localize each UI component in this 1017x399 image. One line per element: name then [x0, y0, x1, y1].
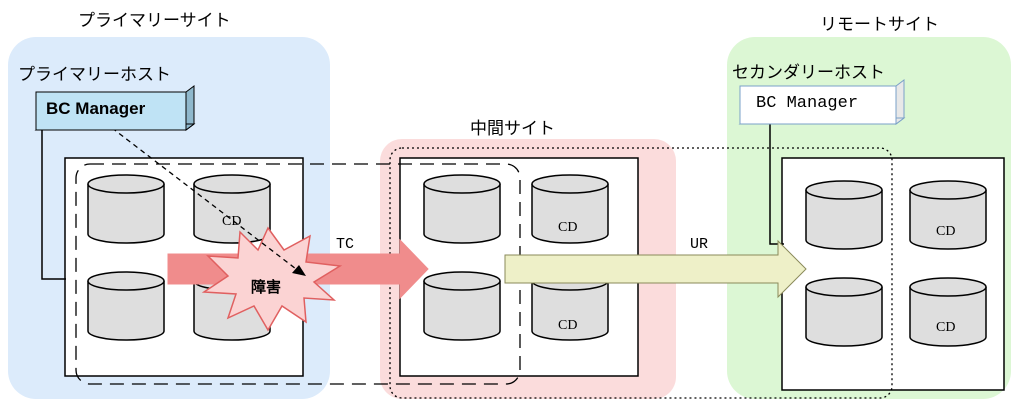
primary-host-connection-line [41, 125, 66, 280]
primary-manager-box-shadow [185, 85, 195, 131]
manager-command-dashed-line [111, 127, 301, 273]
cd-label-primary-1: CD [222, 214, 242, 229]
primary-manager-label: BC Manager [46, 99, 146, 118]
secondary-manager-box-shadow [895, 79, 905, 125]
ur-link-label: UR [690, 236, 709, 253]
cd-label-intermediate-1: CD [558, 220, 578, 235]
cd-label-intermediate-2: CD [558, 318, 578, 333]
secondary-host-title: セカンダリーホスト [732, 63, 885, 83]
secondary-manager-label: BC Manager [756, 94, 859, 113]
manager-command-arrowhead [292, 265, 306, 276]
ur-arrow [504, 239, 807, 299]
intermediate-volume-2 [423, 271, 501, 341]
cd-label-remote-2: CD [936, 320, 956, 335]
tc-link-label: TC [336, 236, 355, 253]
failure-label: 障害 [251, 278, 282, 296]
primary-volume-2 [87, 271, 165, 341]
primary-site-title: プライマリーサイト [78, 11, 231, 31]
remote-volume-1 [805, 180, 883, 250]
primary-host-title: プライマリーホスト [18, 65, 171, 85]
intermediate-volume-1 [423, 174, 501, 244]
primary-manager-box [35, 91, 187, 131]
remote-site-title: リモートサイト [820, 15, 939, 35]
secondary-manager-box [739, 85, 897, 125]
primary-volume-1 [87, 174, 165, 244]
cd-label-remote-1: CD [936, 224, 956, 239]
remote-volume-2 [805, 277, 883, 347]
failure-burst-icon [201, 226, 343, 332]
intermediate-site-title: 中間サイト [470, 119, 555, 139]
primary-volume-cd-1 [193, 174, 271, 244]
